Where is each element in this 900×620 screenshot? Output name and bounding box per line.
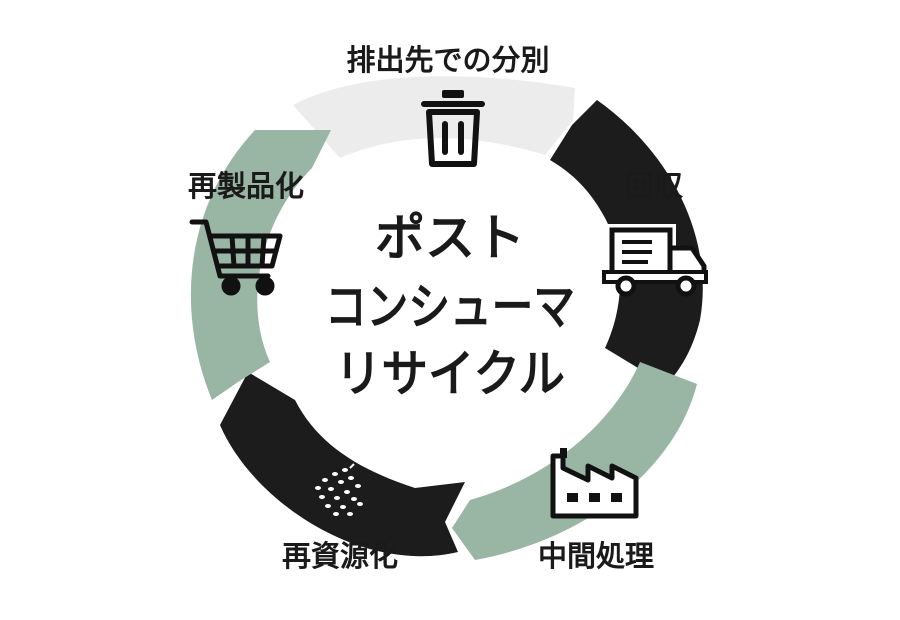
- stage-label-sorting: 排出先での分別: [346, 43, 549, 77]
- pellets-icon: [315, 453, 364, 516]
- cycle-ring: [190, 76, 703, 560]
- center-title-line-2: コンシューマ: [325, 278, 575, 336]
- arrow-remanufacture: [190, 130, 331, 400]
- center-title-line-1: ポスト: [375, 209, 525, 267]
- arrow-resource: [220, 372, 465, 557]
- stage-label-remanufacture: 再製品化: [188, 169, 304, 203]
- shopping-cart-icon: [189, 219, 283, 296]
- stage-label-resource: 再資源化: [282, 539, 398, 573]
- center-title: ポスト コンシューマ リサイクル: [325, 209, 575, 403]
- factory-icon: [550, 448, 639, 519]
- arrow-sorting: [293, 76, 575, 158]
- arrow-intermediate: [452, 362, 697, 560]
- stage-label-intermediate: 中間処理: [538, 539, 654, 573]
- trash-can-icon: [421, 90, 485, 167]
- truck-icon: [602, 224, 708, 297]
- stage-label-collection: 回収: [625, 169, 684, 203]
- center-title-line-3: リサイクル: [335, 345, 565, 403]
